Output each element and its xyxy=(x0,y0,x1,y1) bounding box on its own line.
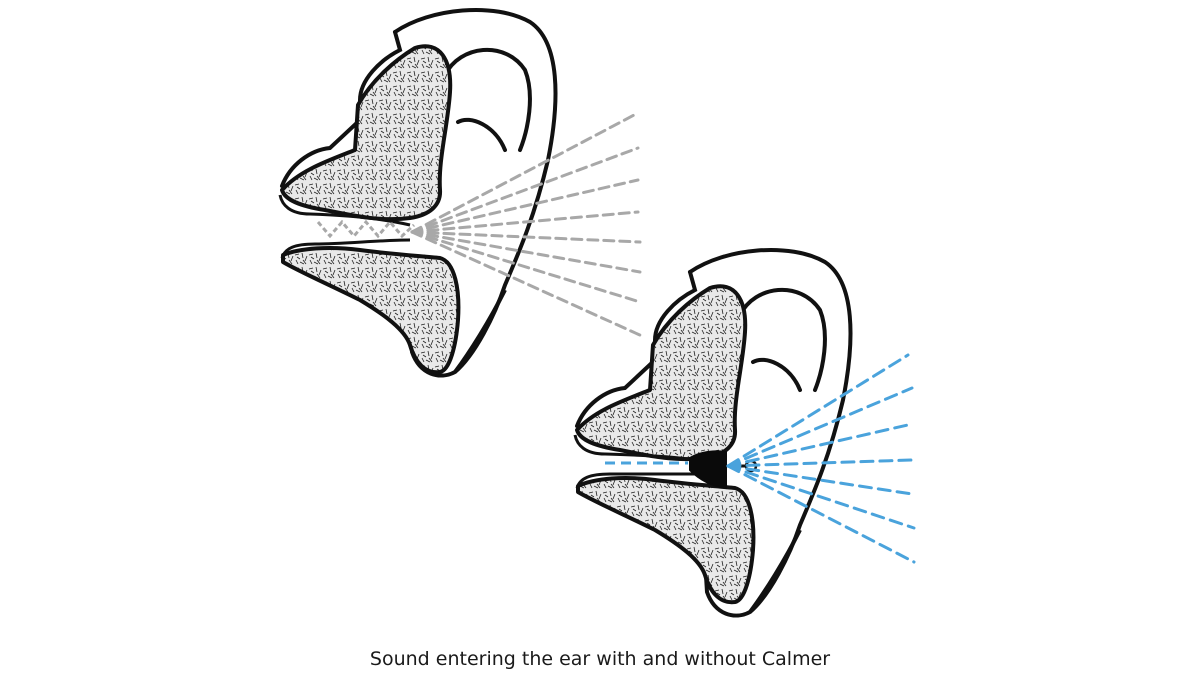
ear-with-calmer xyxy=(573,248,916,618)
ear-canal-top xyxy=(278,194,411,227)
ear-canal-bottom xyxy=(280,238,411,259)
lower-cartilage xyxy=(281,245,461,375)
antihelix-outline-2 xyxy=(738,287,827,392)
antihelix-outline xyxy=(443,47,532,152)
concha-outline xyxy=(280,30,403,188)
ear-canal-top-2 xyxy=(573,434,696,462)
lower-cartilage-2 xyxy=(576,476,756,605)
figure-caption: Sound entering the ear with and without … xyxy=(369,648,831,670)
ear-canal-bottom-2 xyxy=(575,472,695,489)
upper-cartilage-2 xyxy=(575,284,748,462)
sound-waves-blue xyxy=(726,353,916,564)
sound-waves-grey xyxy=(410,112,644,338)
concha-outline-2 xyxy=(575,270,698,428)
sound-in-canal xyxy=(316,219,416,239)
lobe-outline xyxy=(453,289,507,374)
lobe-outline-2 xyxy=(748,529,802,614)
ear-without-calmer xyxy=(278,8,644,378)
upper-cartilage xyxy=(280,44,453,222)
